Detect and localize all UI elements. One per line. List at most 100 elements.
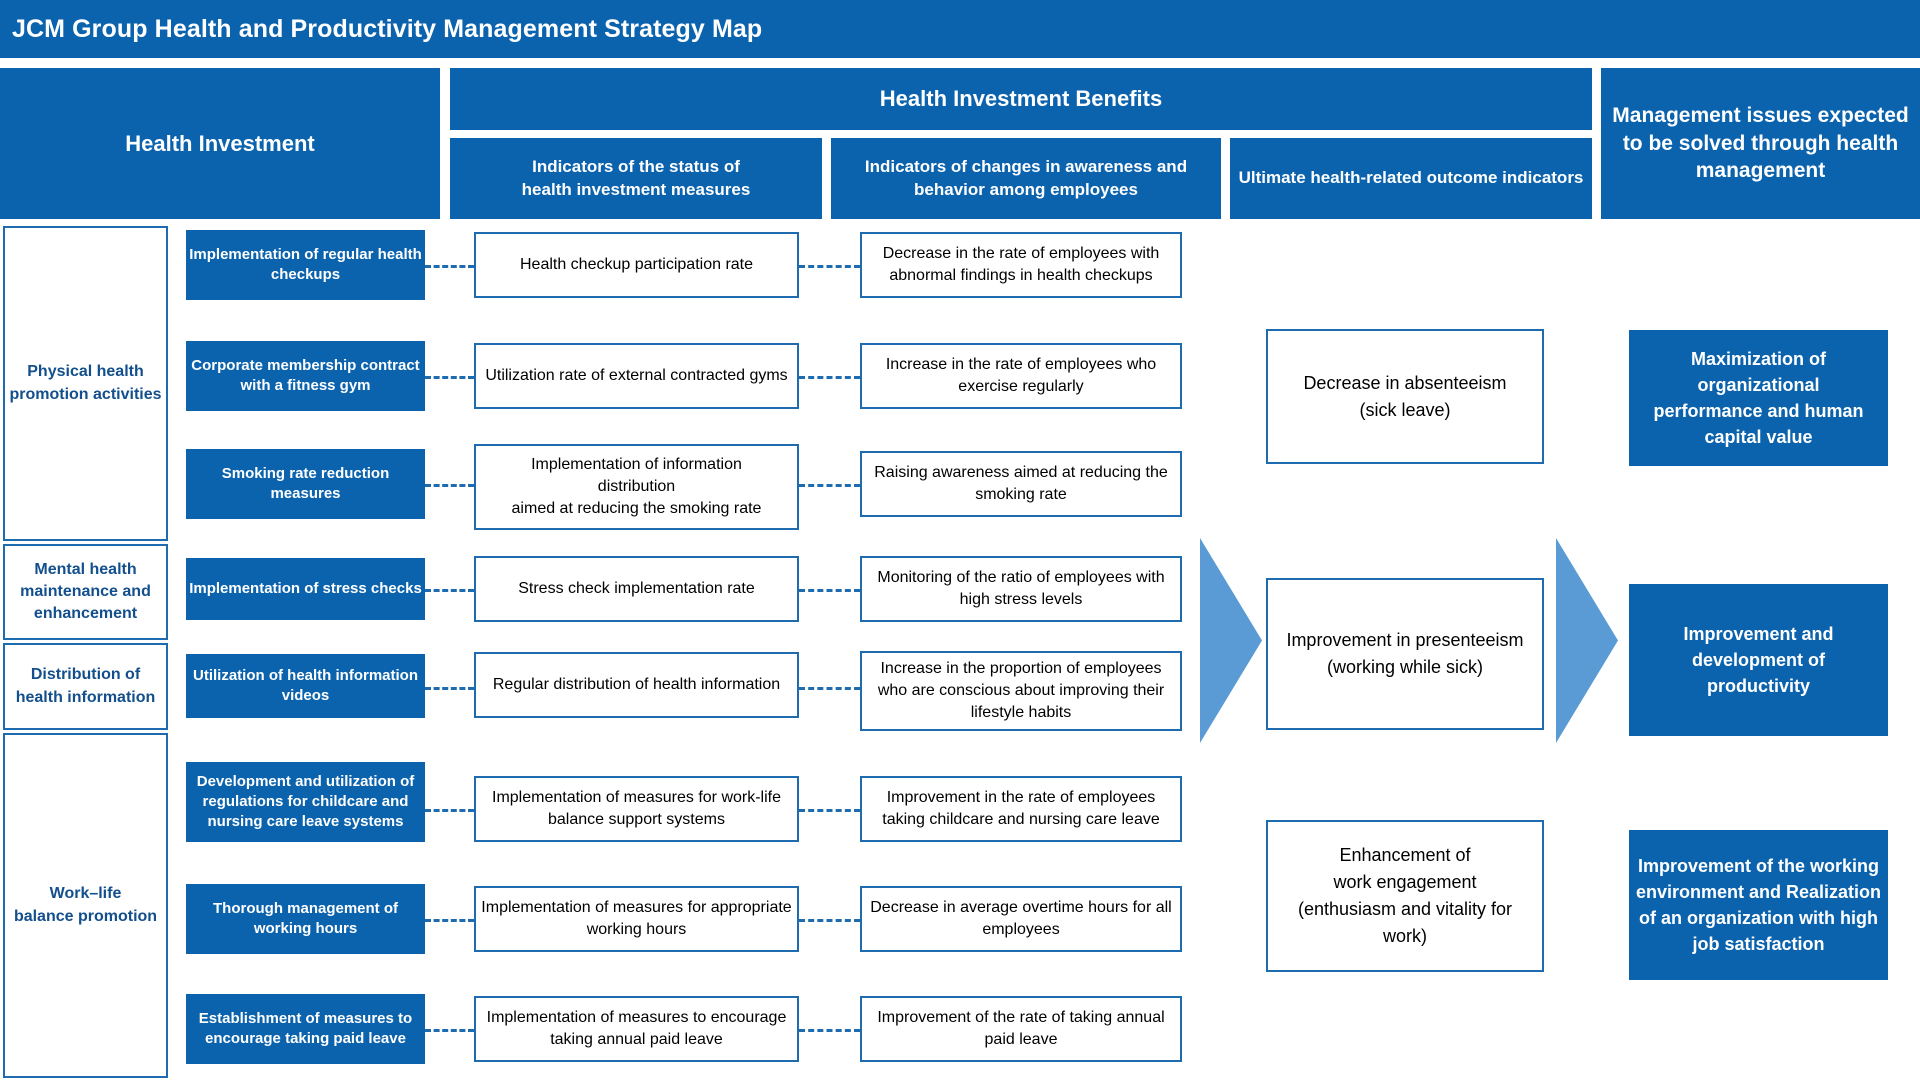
issue-perf-line2: organizational xyxy=(1697,374,1820,395)
header-issues-line2: to be solved through health xyxy=(1622,131,1899,155)
awareness-box-row-5: Increase in the proportion of employees … xyxy=(860,651,1182,731)
outcome-absenteeism-line2: (sick leave) xyxy=(1359,399,1451,420)
outcome-engagement-line1: Enhancement of xyxy=(1339,845,1471,865)
connector-row-6-a xyxy=(425,809,474,812)
connector-row-3-b xyxy=(799,484,860,487)
issue-perf-line4: capital value xyxy=(1704,427,1813,448)
measure-box-row-5: Utilization of health information videos xyxy=(186,654,425,718)
indicator-box-row-4: Stress check implementation rate xyxy=(474,556,799,622)
indicator-box-row-8: Implementation of measures to encourage … xyxy=(474,996,799,1062)
indicator-row-3-line2: distribution xyxy=(597,478,676,496)
header-awareness-line2: behavior among employees xyxy=(914,179,1138,199)
indicator-box-row-2: Utilization rate of external contracted … xyxy=(474,343,799,409)
outcome-box-work-engagement: Enhancement of work engagement (enthusia… xyxy=(1266,820,1544,972)
issue-prod-line2: development of xyxy=(1691,649,1825,670)
connector-row-7-b xyxy=(799,919,860,922)
header-management-issues: Management issues expected to be solved … xyxy=(1601,68,1920,219)
category-physical-line2: promotion activities xyxy=(9,385,162,403)
category-info-line2: health information xyxy=(15,688,156,706)
connector-row-8-a xyxy=(425,1029,474,1032)
issue-env-line1: Improvement of the working xyxy=(1637,855,1879,876)
connector-row-1-a xyxy=(425,265,474,268)
awareness-box-row-7: Decrease in average overtime hours for a… xyxy=(860,886,1182,952)
outcome-engagement-line3: (enthusiasm and vitality for xyxy=(1297,899,1513,919)
connector-row-7-a xyxy=(425,919,474,922)
indicator-box-row-1: Health checkup participation rate xyxy=(474,232,799,298)
indicator-row-3-line3: aimed at reducing the smoking rate xyxy=(511,499,762,517)
page-title: JCM Group Health and Productivity Manage… xyxy=(12,14,763,43)
header-outcome-label: Ultimate health-related outcome indicato… xyxy=(1238,168,1584,188)
header-health-investment: Health Investment xyxy=(0,68,440,219)
category-mental-line2: maintenance and xyxy=(20,582,151,600)
category-work-life-balance: Work–life balance promotion xyxy=(3,733,168,1078)
awareness-box-row-8: Improvement of the rate of taking annual… xyxy=(860,996,1182,1062)
issue-box-working-environment: Improvement of the working environment a… xyxy=(1629,830,1888,980)
indicator-box-row-6: Implementation of measures for work-life… xyxy=(474,776,799,842)
category-info-line1: Distribution of xyxy=(30,666,141,684)
issue-env-line2: environment and Realization xyxy=(1635,881,1882,902)
connector-row-2-b xyxy=(799,376,860,379)
category-worklife-line1: Work–life xyxy=(49,885,122,903)
outcome-absenteeism-line1: Decrease in absenteeism xyxy=(1303,372,1507,393)
connector-row-4-a xyxy=(425,589,474,592)
connector-row-5-b xyxy=(799,687,860,690)
header-awareness-line1: Indicators of changes in awareness and xyxy=(864,157,1188,177)
outcome-box-presenteeism: Improvement in presenteeism (working whi… xyxy=(1266,578,1544,730)
outcome-presenteeism-line2: (working while sick) xyxy=(1326,657,1484,677)
measure-box-row-4: Implementation of stress checks xyxy=(186,558,425,620)
connector-row-3-a xyxy=(425,484,474,487)
issue-prod-line1: Improvement and xyxy=(1683,623,1834,644)
header-col-awareness-indicators: Indicators of changes in awareness and b… xyxy=(831,138,1221,219)
arrow-to-issues-icon xyxy=(1556,538,1618,743)
awareness-box-row-2: Increase in the rate of employees who ex… xyxy=(860,343,1182,409)
header-health-investment-label: Health Investment xyxy=(125,130,315,156)
category-mental-line3: enhancement xyxy=(33,605,138,623)
issue-perf-line1: Maximization of xyxy=(1690,348,1826,369)
measure-box-row-2: Corporate membership contract with a fit… xyxy=(186,341,425,411)
measure-box-row-7: Thorough management of working hours xyxy=(186,884,425,954)
measure-box-row-6: Development and utilization of regulatio… xyxy=(186,762,425,842)
awareness-box-row-1: Decrease in the rate of employees with a… xyxy=(860,232,1182,298)
header-benefits-label: Health Investment Benefits xyxy=(879,86,1163,112)
category-physical-line1: Physical health xyxy=(27,363,144,381)
header-issues-line3: management xyxy=(1695,159,1826,183)
connector-row-8-b xyxy=(799,1029,860,1032)
category-worklife-line2: balance promotion xyxy=(13,907,158,925)
category-mental-line1: Mental health xyxy=(34,560,137,578)
awareness-box-row-3: Raising awareness aimed at reducing the … xyxy=(860,451,1182,517)
measure-box-row-3: Smoking rate reduction measures xyxy=(186,449,425,519)
header-col-status-indicators: Indicators of the status of health inves… xyxy=(450,138,822,219)
issue-env-line4: job satisfaction xyxy=(1692,934,1825,955)
arrow-to-outcomes-icon xyxy=(1200,538,1262,743)
issue-perf-line3: performance and human xyxy=(1653,401,1864,421)
outcome-presenteeism-line1: Improvement in presenteeism xyxy=(1286,630,1524,650)
awareness-box-row-6: Improvement in the rate of employees tak… xyxy=(860,776,1182,842)
indicator-box-row-3: Implementation of information distributi… xyxy=(474,444,799,530)
header-status-line2: health investment measures xyxy=(521,179,751,199)
indicator-box-row-5: Regular distribution of health informati… xyxy=(474,652,799,718)
category-mental-health: Mental health maintenance and enhancemen… xyxy=(3,544,168,640)
issue-prod-line3: productivity xyxy=(1706,676,1810,697)
indicator-box-row-7: Implementation of measures for appropria… xyxy=(474,886,799,952)
category-health-information: Distribution of health information xyxy=(3,643,168,730)
header-col-ultimate-outcome-indicators: Ultimate health-related outcome indicato… xyxy=(1230,138,1592,219)
measure-box-row-1: Implementation of regular health checkup… xyxy=(186,230,425,300)
outcome-engagement-line4: work) xyxy=(1383,926,1427,946)
indicator-row-3-line1: Implementation of information xyxy=(531,456,742,474)
issue-env-line3: of an organization with high xyxy=(1639,908,1878,928)
outcome-box-absenteeism: Decrease in absenteeism (sick leave) xyxy=(1266,329,1544,464)
issue-box-organizational-performance: Maximization of organizational performan… xyxy=(1629,330,1888,466)
connector-row-6-b xyxy=(799,809,860,812)
connector-row-4-b xyxy=(799,589,860,592)
connector-row-2-a xyxy=(425,376,474,379)
header-status-line1: Indicators of the status of xyxy=(532,157,740,177)
connector-row-5-a xyxy=(425,687,474,690)
awareness-box-row-4: Monitoring of the ratio of employees wit… xyxy=(860,556,1182,622)
page-title-bar: JCM Group Health and Productivity Manage… xyxy=(0,0,1920,58)
header-issues-line1: Management issues expected xyxy=(1612,103,1909,127)
header-health-investment-benefits: Health Investment Benefits xyxy=(450,68,1592,130)
connector-row-1-b xyxy=(799,265,860,268)
category-physical-health-promotion: Physical health promotion activities xyxy=(3,226,168,541)
measure-box-row-8: Establishment of measures to encourage t… xyxy=(186,994,425,1064)
